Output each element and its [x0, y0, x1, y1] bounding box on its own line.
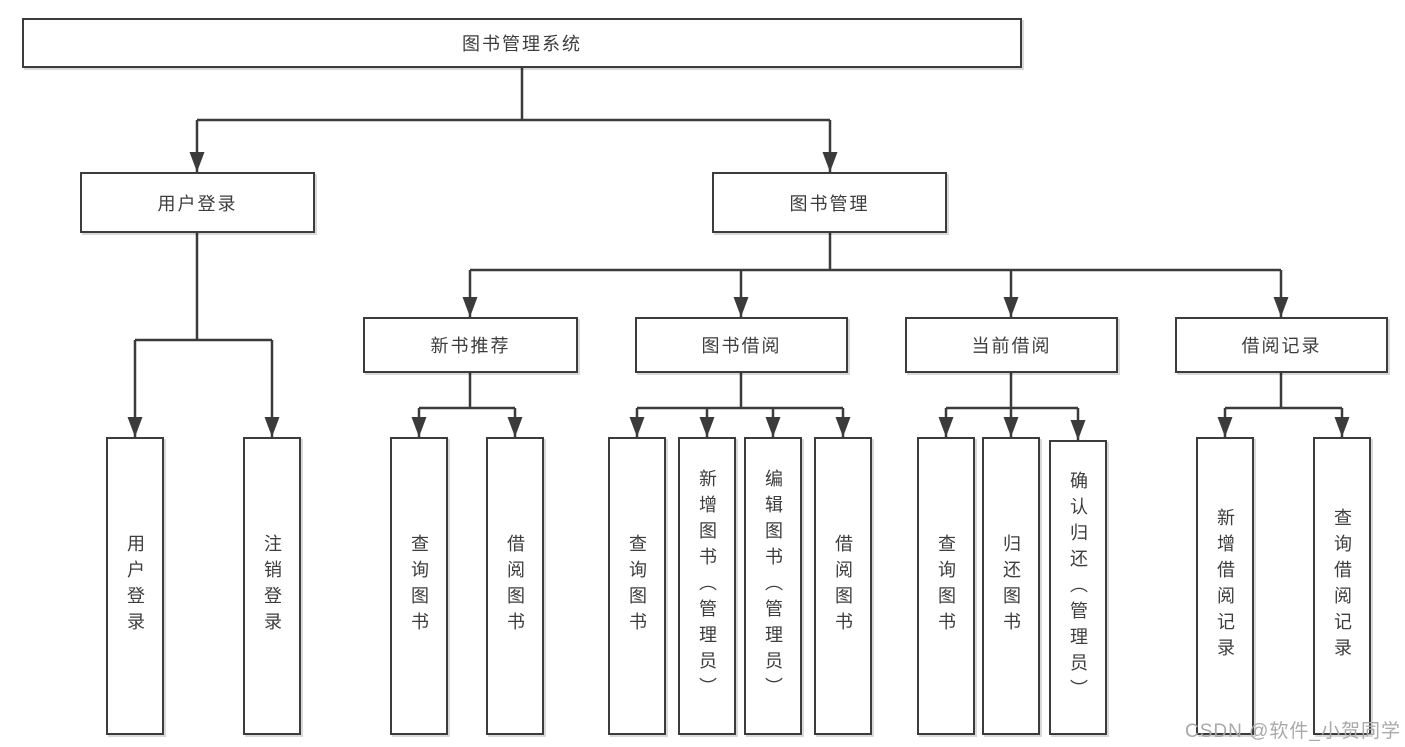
connectors-borrow-records: [1217, 373, 1350, 437]
leaf-edit-books-admin: 编辑图书（管理员）: [744, 437, 802, 735]
leaf-query-books-borrow: 查询图书: [608, 437, 666, 735]
connectors-user-login: [127, 233, 280, 437]
node-library-management-system: 图书管理系统: [22, 18, 1022, 68]
leaf-logout: 注销登录: [243, 437, 301, 735]
connectors-book-management: [462, 233, 1289, 317]
leaf-confirm-return-admin: 确认归还（管理员）: [1049, 440, 1107, 735]
node-borrow-records: 借阅记录: [1175, 317, 1388, 373]
connectors-current-borrow: [938, 373, 1086, 440]
leaf-borrow-books: 借阅图书: [814, 437, 872, 735]
connectors-root: [189, 68, 838, 172]
leaf-query-books-recommend: 查询图书: [390, 437, 448, 735]
node-current-borrow: 当前借阅: [905, 317, 1118, 373]
node-book-management-branch: 图书管理: [712, 172, 947, 233]
leaf-user-login: 用户登录: [106, 437, 164, 735]
connectors-book-borrow: [629, 373, 851, 437]
node-book-borrow: 图书借阅: [635, 317, 848, 373]
leaf-query-books-current: 查询图书: [917, 437, 975, 735]
leaf-borrow-books-recommend: 借阅图书: [486, 437, 544, 735]
node-user-login-branch: 用户登录: [80, 172, 315, 233]
leaf-return-books: 归还图书: [982, 437, 1040, 735]
leaf-query-borrow-record: 查询借阅记录: [1313, 437, 1371, 735]
leaf-add-borrow-record: 新增借阅记录: [1196, 437, 1254, 735]
watermark: CSDN @软件_小贺同学: [1185, 721, 1401, 742]
leaf-add-books-admin: 新增图书（管理员）: [678, 437, 736, 735]
connectors-new-book-recommend: [411, 373, 523, 437]
node-new-book-recommend: 新书推荐: [363, 317, 578, 373]
